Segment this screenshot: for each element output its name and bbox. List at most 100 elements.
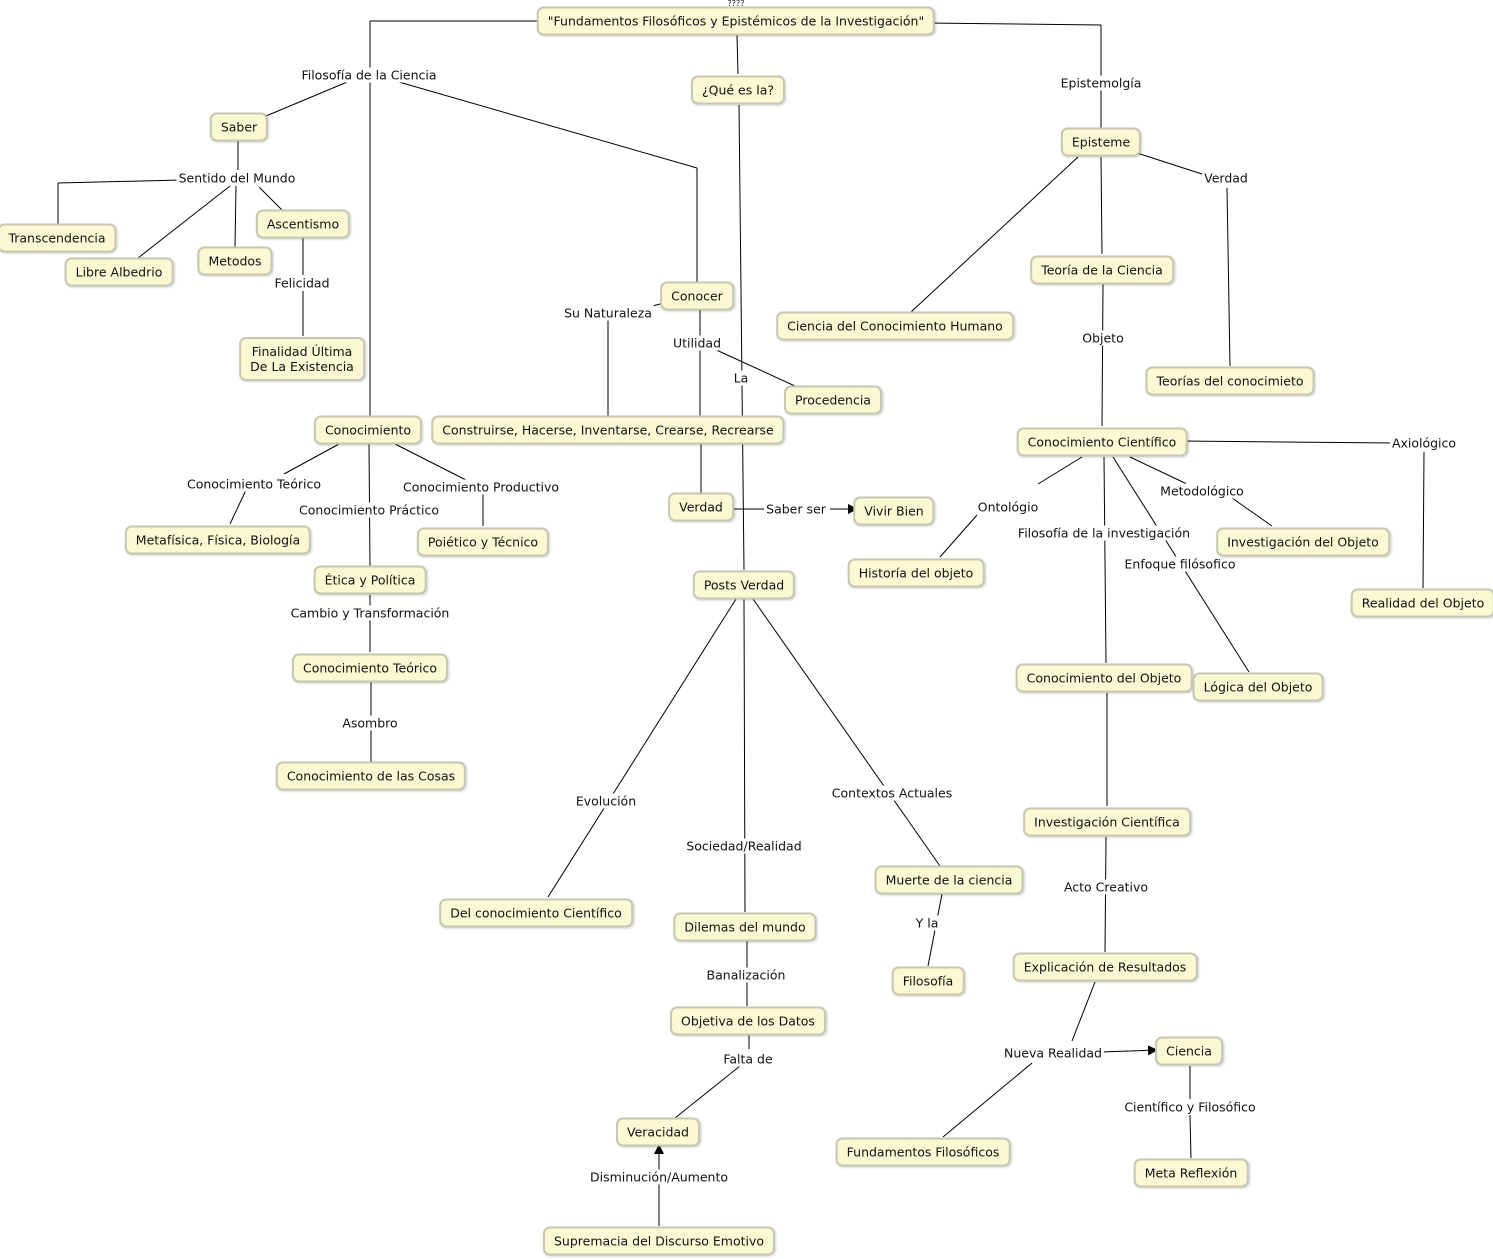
node-veracidad[interactable]: Veracidad — [616, 1117, 700, 1147]
link-line-48 — [1231, 497, 1273, 527]
label-epistemologia: Epistemolgía — [1058, 75, 1144, 91]
link-line-2 — [265, 79, 353, 117]
label-cientifico-filosofico: Científico y Filosófico — [1122, 1099, 1258, 1115]
link-line-50 — [1422, 451, 1425, 589]
link-line-5 — [925, 22, 1102, 26]
label-evolucion: Evolución — [573, 793, 639, 809]
node-filosofia[interactable]: Filosofía — [891, 966, 965, 996]
label-banalizacion: Banalización — [704, 967, 788, 983]
node-vivir-bien[interactable]: Vivir Bien — [853, 496, 935, 526]
node-conocimiento-cosas[interactable]: Conocimiento de las Cosas — [275, 761, 467, 791]
link-line-23 — [283, 443, 340, 475]
link-line-32 — [752, 598, 941, 867]
link-line-43 — [1037, 456, 1083, 485]
label-asombro: Asombro — [340, 715, 400, 731]
link-line-36 — [674, 1065, 741, 1119]
label-enfoque: Enfoque filósofico — [1122, 556, 1238, 572]
link-line-40 — [1136, 152, 1206, 176]
label-saber-ser: Saber ser — [764, 501, 828, 517]
node-poietico[interactable]: Poiético y Técnico — [416, 527, 550, 557]
label-cambio: Cambio y Transformación — [288, 605, 452, 621]
node-etica[interactable]: Ética y Política — [313, 565, 427, 595]
node-posts-verdad[interactable]: Posts Verdad — [692, 570, 796, 600]
node-ascentismo[interactable]: Ascentismo — [255, 209, 351, 239]
node-investigacion-cientifica[interactable]: Investigación Científica — [1023, 807, 1191, 837]
label-la: La — [731, 370, 751, 386]
link-line-53 — [1071, 981, 1096, 1042]
link-line-45 — [1103, 456, 1107, 664]
label-falta-de: Falta de — [721, 1051, 775, 1067]
link-line-49 — [1181, 440, 1394, 444]
node-teoria-ciencia[interactable]: Teoría de la Ciencia — [1030, 255, 1174, 285]
node-procedencia[interactable]: Procedencia — [784, 385, 882, 415]
link-line-52 — [1104, 836, 1107, 953]
label-sentido-mundo: Sentido del Mundo — [176, 170, 298, 186]
label-felicidad: Felicidad — [272, 275, 332, 291]
node-verdad[interactable]: Verdad — [668, 492, 734, 522]
node-ciencia-humano[interactable]: Ciencia del Conocimiento Humano — [776, 311, 1014, 341]
label-utilidad: Utilidad — [671, 335, 723, 351]
node-conocimiento-teorico[interactable]: Conocimiento Teórico — [291, 653, 449, 683]
node-ciencia[interactable]: Ciencia — [1155, 1036, 1223, 1066]
node-finalidad[interactable]: Finalidad Última De La Existencia — [239, 337, 365, 381]
node-historia-objeto[interactable]: Historía del objeto — [847, 558, 985, 588]
node-saber[interactable]: Saber — [209, 112, 269, 142]
link-line-56 — [1189, 1114, 1192, 1159]
link-line-26 — [394, 443, 469, 482]
node-libre-albedrio[interactable]: Libre Albedrio — [64, 257, 174, 287]
node-objetiva[interactable]: Objetiva de los Datos — [670, 1006, 826, 1036]
label-y-la: Y la — [913, 915, 941, 931]
link-line-41 — [1226, 187, 1231, 367]
label-conocimiento-productivo: Conocimiento Productivo — [400, 479, 562, 495]
label-conocimiento-teorico: Conocimiento Teórico — [184, 476, 324, 492]
label-filosofia-investigacion: Filosofía de la investigación — [1015, 525, 1193, 541]
link-line-30 — [547, 598, 737, 898]
node-fundamentos[interactable]: Fundamentos Filosóficos — [835, 1137, 1011, 1167]
link-line-12 — [137, 185, 231, 259]
node-transcendencia[interactable]: Transcendencia — [0, 223, 117, 253]
node-conocimiento-cientifico[interactable]: Conocimiento Científico — [1016, 427, 1188, 457]
node-dilemas[interactable]: Dilemas del mundo — [673, 912, 817, 942]
link-line-39 — [1100, 156, 1103, 255]
link-line-31 — [743, 598, 746, 913]
label-conocimiento-practico: Conocimiento Práctico — [297, 502, 441, 518]
link-line-42 — [1101, 283, 1104, 427]
node-investigacion-objeto[interactable]: Investigación del Objeto — [1216, 527, 1390, 557]
node-episteme[interactable]: Episteme — [1060, 127, 1142, 157]
label-verdad: Verdad — [1202, 170, 1250, 186]
stray-text: ???? — [727, 0, 745, 8]
label-disminucion: Disminución/Aumento — [587, 1169, 731, 1185]
label-sociedad: Sociedad/Realidad — [684, 838, 804, 854]
link-line-54 — [942, 1062, 1033, 1138]
node-muerte[interactable]: Muerte de la ciencia — [874, 865, 1024, 895]
node-teorias-conocimiento[interactable]: Teorías del conocimieto — [1145, 366, 1315, 396]
node-supremacia[interactable]: Supremacia del Discurso Emotivo — [542, 1226, 776, 1256]
link-line-38 — [910, 156, 1079, 313]
label-acto-creativo: Acto Creativo — [1061, 879, 1151, 895]
link-line-20 — [711, 347, 796, 387]
node-construirse[interactable]: Construirse, Hacerse, Inventarse, Crears… — [431, 415, 785, 445]
node-del-conocimiento[interactable]: Del conocimiento Científico — [439, 898, 633, 928]
node-logica-objeto[interactable]: Lógica del Objeto — [1192, 672, 1324, 702]
node-root[interactable]: "Fundamentos Filosóficos y Epistémicos d… — [536, 6, 936, 36]
label-nueva-realidad: Nueva Realidad — [1002, 1045, 1104, 1061]
link-line-44 — [939, 514, 978, 558]
node-meta-reflexion[interactable]: Meta Reflexión — [1133, 1158, 1249, 1188]
node-que-es[interactable]: ¿Qué es la? — [690, 75, 786, 105]
label-filosofia-ciencia: Filosofía de la Ciencia — [299, 67, 439, 83]
node-conocimiento[interactable]: Conocimiento — [313, 415, 423, 445]
node-metafisica[interactable]: Metafísica, Física, Biología — [124, 525, 312, 555]
node-metodos[interactable]: Metodos — [197, 246, 273, 276]
link-line-3 — [391, 79, 698, 169]
label-contextos: Contextos Actuales — [829, 785, 955, 801]
node-conocer[interactable]: Conocer — [660, 281, 734, 311]
label-su-naturaleza: Su Naturaleza — [562, 305, 654, 321]
node-explicacion[interactable]: Explicación de Resultados — [1012, 952, 1198, 982]
node-realidad-objeto[interactable]: Realidad del Objeto — [1350, 588, 1493, 618]
link-line-47 — [1129, 456, 1190, 486]
label-axiologico: Axiológico — [1389, 435, 1459, 451]
link-line-24 — [229, 489, 247, 525]
link-line-8 — [738, 104, 745, 571]
node-conocimiento-objeto[interactable]: Conocimiento del Objeto — [1015, 663, 1193, 693]
